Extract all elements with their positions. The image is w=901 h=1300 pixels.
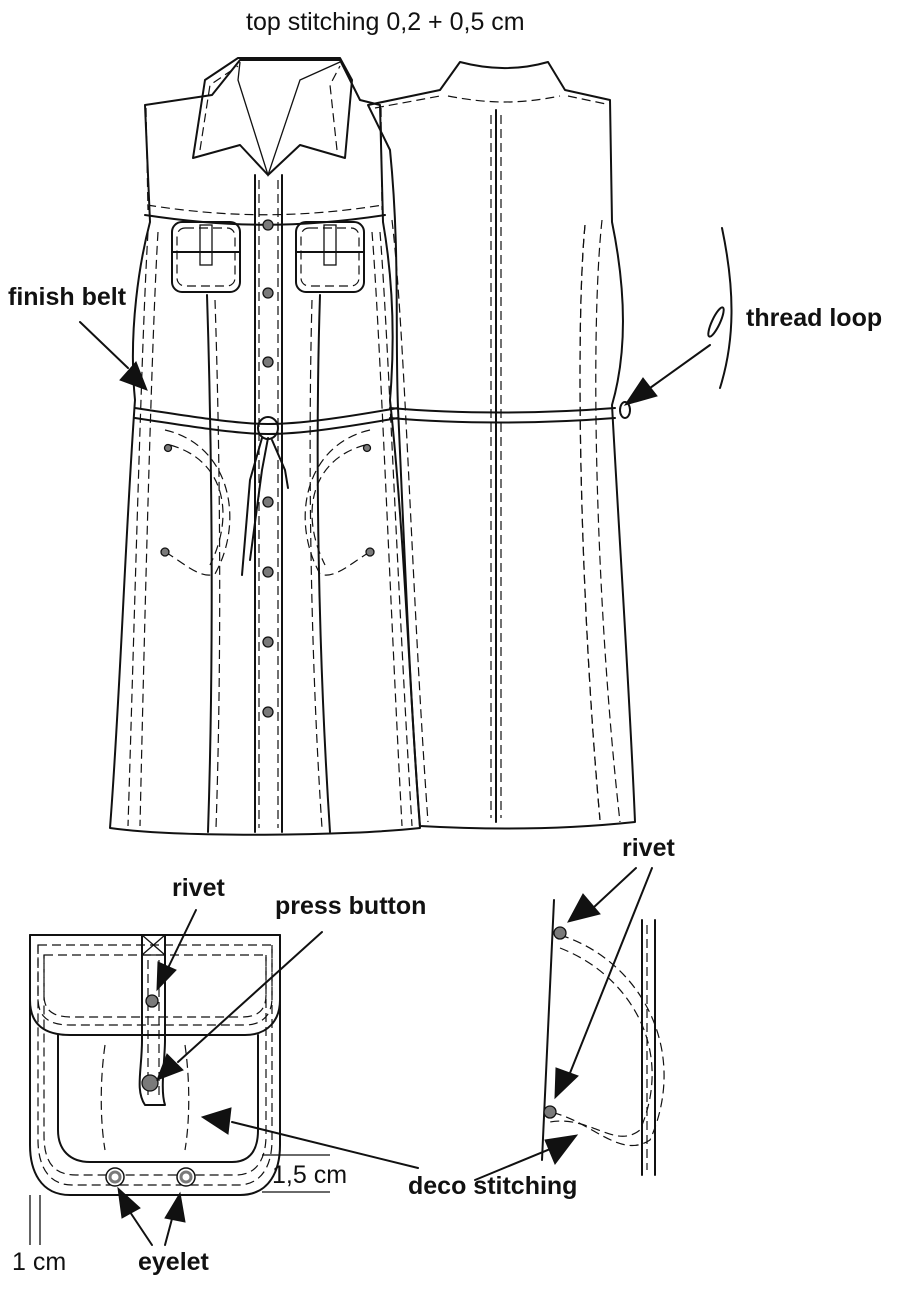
annotation-arrows [79,321,711,1246]
top-stitching-label: top stitching 0,2 + 0,5 cm [246,8,525,36]
rivet-pocket-label: rivet [172,874,225,902]
dress-front-view [109,57,421,836]
pocket-detail [29,934,330,1245]
pocket-tab [138,934,166,1106]
chest-pocket-left [171,221,241,293]
press-button [141,1074,159,1092]
front-belt [134,407,399,576]
eyelets [105,1167,196,1187]
front-collar [192,57,353,176]
front-body-outline [109,59,421,836]
hip-pocket-rivet-detail [541,899,665,1176]
chest-pocket-right [295,221,365,293]
dress-back-view [367,61,636,830]
measure-1-cm-label: 1 cm [12,1248,67,1276]
eyelet-label: eyelet [138,1248,209,1276]
rivet [145,994,159,1008]
thread-loop-label: thread loop [746,304,883,332]
hip-pocket-left [164,429,231,576]
measure-1-5-cm-label: 1,5 cm [272,1161,348,1189]
back-belt [389,401,631,424]
thread-loop-detail [707,227,733,389]
deco-stitching-label: deco stitching [408,1172,578,1200]
rivet-detail-label: rivet [622,834,675,862]
press-button-label: press button [275,892,427,920]
pocket-flap [29,934,281,1036]
front-placket [254,174,283,833]
hip-pocket-right [304,429,371,576]
front-buttons [262,219,274,718]
finish-belt-label: finish belt [8,283,127,311]
